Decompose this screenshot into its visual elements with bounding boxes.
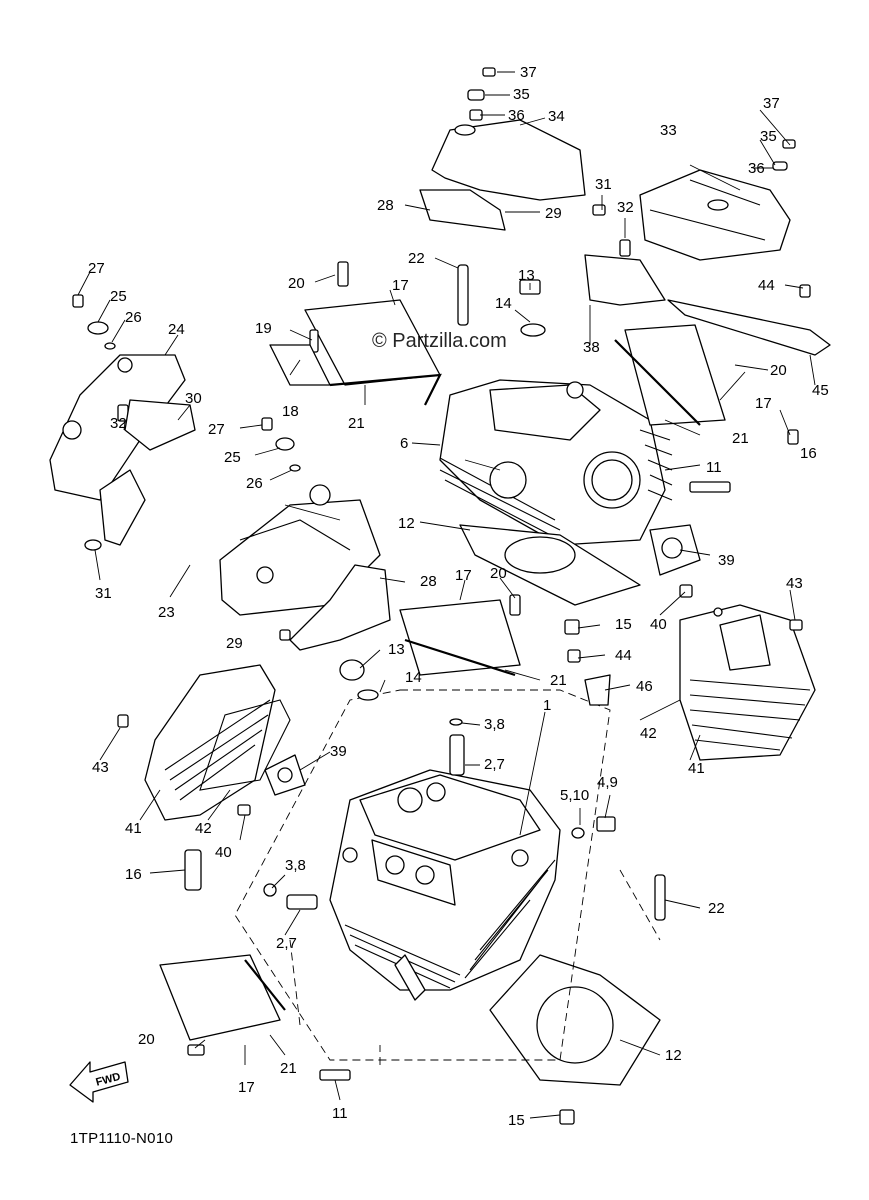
callout-31-b: 31	[95, 585, 112, 602]
callout-43-a: 43	[786, 575, 803, 592]
callout-6: 6	[400, 435, 408, 452]
callout-22-b: 22	[708, 900, 725, 917]
callout-17-d: 17	[238, 1079, 255, 1096]
callout-16-a: 16	[800, 445, 817, 462]
callout-35-b: 35	[760, 128, 777, 145]
callout-25-a: 25	[110, 288, 127, 305]
callout-12-b: 12	[665, 1047, 682, 1064]
callout-24: 24	[168, 321, 185, 338]
callout-32-a: 32	[617, 199, 634, 216]
leader-lines	[77, 71, 816, 1119]
callout-13-a: 13	[518, 267, 535, 284]
callout-17-a: 17	[392, 277, 409, 294]
callout-39-a: 39	[718, 552, 735, 569]
group-1-outline	[234, 689, 611, 1061]
cylinder-head-upper	[439, 379, 673, 546]
callout-20-b: 20	[770, 362, 787, 379]
diagram-code: 1TP1110-N010	[70, 1130, 174, 1147]
front-head-cover	[639, 169, 791, 261]
callout-labels: 37 35 36 34 28 29 33 37 35 36 31 32 22 1…	[88, 64, 829, 1129]
right-side-cover	[679, 604, 816, 761]
callout-41-b: 41	[125, 820, 142, 837]
callout-44-a: 44	[758, 277, 775, 294]
callout-34: 34	[548, 108, 565, 125]
side-shield	[49, 354, 186, 501]
callout-17-b: 17	[755, 395, 772, 412]
callout-3-8-b: 3,8	[285, 857, 306, 874]
callout-11-a: 11	[706, 459, 722, 476]
callout-38: 38	[583, 339, 600, 356]
callout-40-a: 40	[650, 616, 667, 633]
callout-42-b: 42	[195, 820, 212, 837]
callout-29-a: 29	[545, 205, 562, 222]
callout-40-b: 40	[215, 844, 232, 861]
valve-covers	[159, 299, 726, 1041]
callout-21-a: 21	[348, 415, 365, 432]
callout-42-a: 42	[640, 725, 657, 742]
callout-33: 33	[660, 122, 677, 139]
callout-18: 18	[282, 403, 299, 420]
callout-2-7-b: 2,7	[276, 935, 297, 952]
callout-39-b: 39	[330, 743, 347, 760]
callout-23: 23	[158, 604, 175, 621]
callout-14-b: 14	[405, 669, 422, 686]
callout-14-a: 14	[495, 295, 512, 312]
gaskets	[264, 524, 701, 1086]
callout-32-b: 32	[110, 415, 127, 432]
callout-28-b: 28	[420, 573, 437, 590]
callout-13-b: 13	[388, 641, 405, 658]
callout-21-b: 21	[732, 430, 749, 447]
callout-37-a: 37	[520, 64, 537, 81]
callout-36-b: 36	[748, 160, 765, 177]
callout-17-c: 17	[455, 567, 472, 584]
callout-1: 1	[543, 697, 551, 714]
callout-36-a: 36	[508, 107, 525, 124]
callout-21-d: 21	[280, 1060, 297, 1077]
callout-26-b: 26	[246, 475, 263, 492]
callout-20-c: 20	[490, 565, 507, 582]
callout-15-b: 15	[508, 1112, 525, 1129]
callout-20-a: 20	[288, 275, 305, 292]
callout-45: 45	[812, 382, 829, 399]
callout-21-c: 21	[550, 672, 567, 689]
callout-15-a: 15	[615, 616, 632, 633]
callout-26-a: 26	[125, 309, 142, 326]
callout-25-b: 25	[224, 449, 241, 466]
callout-11-b: 11	[332, 1105, 348, 1122]
watermark: © Partzilla.com	[372, 330, 507, 352]
callout-2-7-a: 2,7	[484, 756, 505, 773]
callout-41-a: 41	[688, 760, 705, 777]
cylinder-head-lower	[329, 769, 561, 1001]
callout-31-a: 31	[595, 176, 612, 193]
callout-16-b: 16	[125, 866, 142, 883]
callout-12-a: 12	[398, 515, 415, 532]
callout-19: 19	[255, 320, 272, 337]
callout-20-d: 20	[138, 1031, 155, 1048]
callout-4-9: 4,9	[597, 774, 618, 791]
callout-46: 46	[636, 678, 653, 695]
callout-3-8-a: 3,8	[484, 716, 505, 733]
callout-30: 30	[185, 390, 202, 407]
left-side-cover	[144, 664, 291, 821]
callout-35-a: 35	[513, 86, 530, 103]
callout-27-b: 27	[208, 421, 225, 438]
small-parts	[72, 67, 831, 1125]
callout-22-a: 22	[408, 250, 425, 267]
callout-5-10: 5,10	[560, 787, 589, 804]
callout-28-a: 28	[377, 197, 394, 214]
callout-43-b: 43	[92, 759, 109, 776]
callout-27-a: 27	[88, 260, 105, 277]
callout-29-b: 29	[226, 635, 243, 652]
rear-head-cover	[431, 119, 586, 201]
callout-37-b: 37	[763, 95, 780, 112]
callout-44-b: 44	[615, 647, 632, 664]
fwd-arrow-icon: FWD	[69, 1061, 129, 1103]
